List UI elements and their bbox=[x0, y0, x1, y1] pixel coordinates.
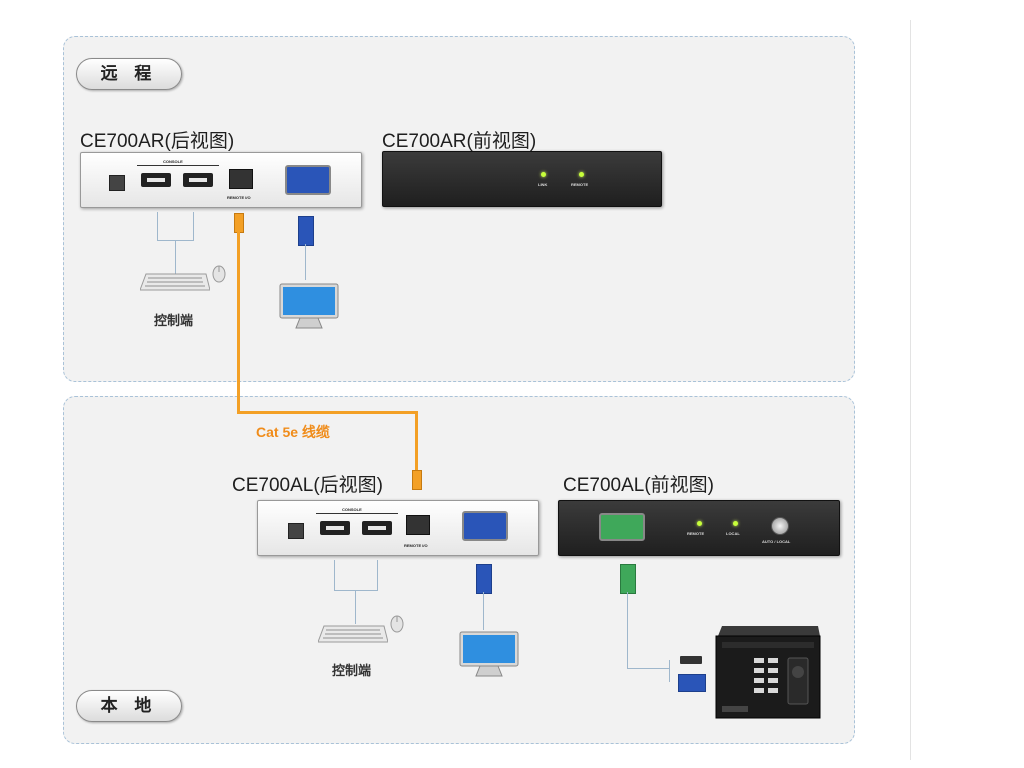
remote-rear-panel: CONSOLE REMOTE I/O bbox=[80, 152, 362, 208]
remote-io-label: REMOTE I/O bbox=[404, 543, 428, 548]
remote-front-panel: LINK REMOTE bbox=[382, 151, 662, 207]
console-label: CONSOLE bbox=[163, 159, 183, 164]
vga-line bbox=[627, 592, 628, 668]
remote-led-icon bbox=[697, 521, 702, 526]
button-label: AUTO / LOCAL bbox=[762, 539, 791, 544]
vga-line bbox=[483, 592, 484, 630]
usb-plug-icon bbox=[680, 656, 702, 664]
vga-line bbox=[305, 244, 306, 280]
rj45-port-icon bbox=[406, 515, 430, 535]
auto-local-button[interactable] bbox=[771, 517, 789, 535]
vga-port-icon bbox=[462, 511, 508, 541]
remote-io-label: REMOTE I/O bbox=[227, 195, 251, 200]
usb-line bbox=[193, 212, 194, 240]
page-divider bbox=[910, 20, 911, 760]
cat5e-cable bbox=[237, 411, 418, 414]
console-bracket bbox=[137, 165, 219, 166]
led-label: REMOTE bbox=[571, 182, 589, 187]
rj45-port-icon bbox=[229, 169, 253, 189]
local-front-title: CE700AL(前视图) bbox=[563, 475, 714, 496]
usb-line bbox=[669, 660, 670, 682]
local-rear-title: CE700AL(后视图) bbox=[232, 475, 383, 496]
vga-port-icon bbox=[599, 513, 645, 541]
usb-port-icon bbox=[141, 173, 171, 187]
console-label: CONSOLE bbox=[342, 507, 362, 512]
remote-rear-title: CE700AR(后视图) bbox=[80, 131, 235, 152]
vga-plug-icon bbox=[678, 674, 706, 692]
server-icon bbox=[715, 626, 821, 719]
usb-line bbox=[355, 590, 356, 624]
power-jack-icon bbox=[288, 523, 304, 539]
local-rear-panel: CONSOLE REMOTE I/O bbox=[257, 500, 539, 556]
usb-line bbox=[175, 240, 176, 274]
cable-label: Cat 5e 线缆 bbox=[256, 424, 330, 440]
monitor-icon bbox=[279, 283, 339, 329]
usb-port-icon bbox=[320, 521, 350, 535]
usb-line bbox=[334, 590, 378, 591]
vga-plug-icon bbox=[620, 564, 636, 594]
rj45-plug-icon bbox=[412, 470, 422, 490]
vga-plug-icon bbox=[298, 216, 314, 246]
vga-plug-icon bbox=[476, 564, 492, 594]
local-console-label: 控制端 bbox=[332, 663, 372, 678]
local-pill: 本 地 bbox=[76, 690, 182, 722]
remote-front-title: CE700AR(前视图) bbox=[382, 131, 537, 152]
usb-line bbox=[157, 212, 158, 240]
led-label: REMOTE bbox=[687, 531, 705, 536]
console-bracket bbox=[316, 513, 398, 514]
usb-line bbox=[334, 560, 335, 590]
vga-port-icon bbox=[285, 165, 331, 195]
remote-zone bbox=[63, 36, 855, 382]
mouse-icon bbox=[212, 265, 226, 283]
cat5e-cable bbox=[415, 411, 418, 473]
led-label: LOCAL bbox=[726, 531, 740, 536]
mouse-icon bbox=[390, 615, 404, 633]
led-label: LINK bbox=[538, 182, 548, 187]
remote-led-icon bbox=[579, 172, 584, 177]
usb-port-icon bbox=[183, 173, 213, 187]
local-led-icon bbox=[733, 521, 738, 526]
monitor-icon bbox=[459, 631, 519, 677]
power-jack-icon bbox=[109, 175, 125, 191]
usb-line bbox=[377, 560, 378, 590]
rj45-plug-icon bbox=[234, 213, 244, 233]
local-front-panel: REMOTE LOCAL AUTO / LOCAL bbox=[558, 500, 840, 556]
keyboard-icon bbox=[140, 273, 210, 291]
usb-port-icon bbox=[362, 521, 392, 535]
remote-console-label: 控制端 bbox=[154, 313, 194, 328]
vga-line bbox=[627, 668, 669, 669]
cat5e-cable bbox=[237, 231, 240, 413]
keyboard-icon bbox=[318, 625, 388, 643]
link-led-icon bbox=[541, 172, 546, 177]
remote-pill: 远 程 bbox=[76, 58, 182, 90]
